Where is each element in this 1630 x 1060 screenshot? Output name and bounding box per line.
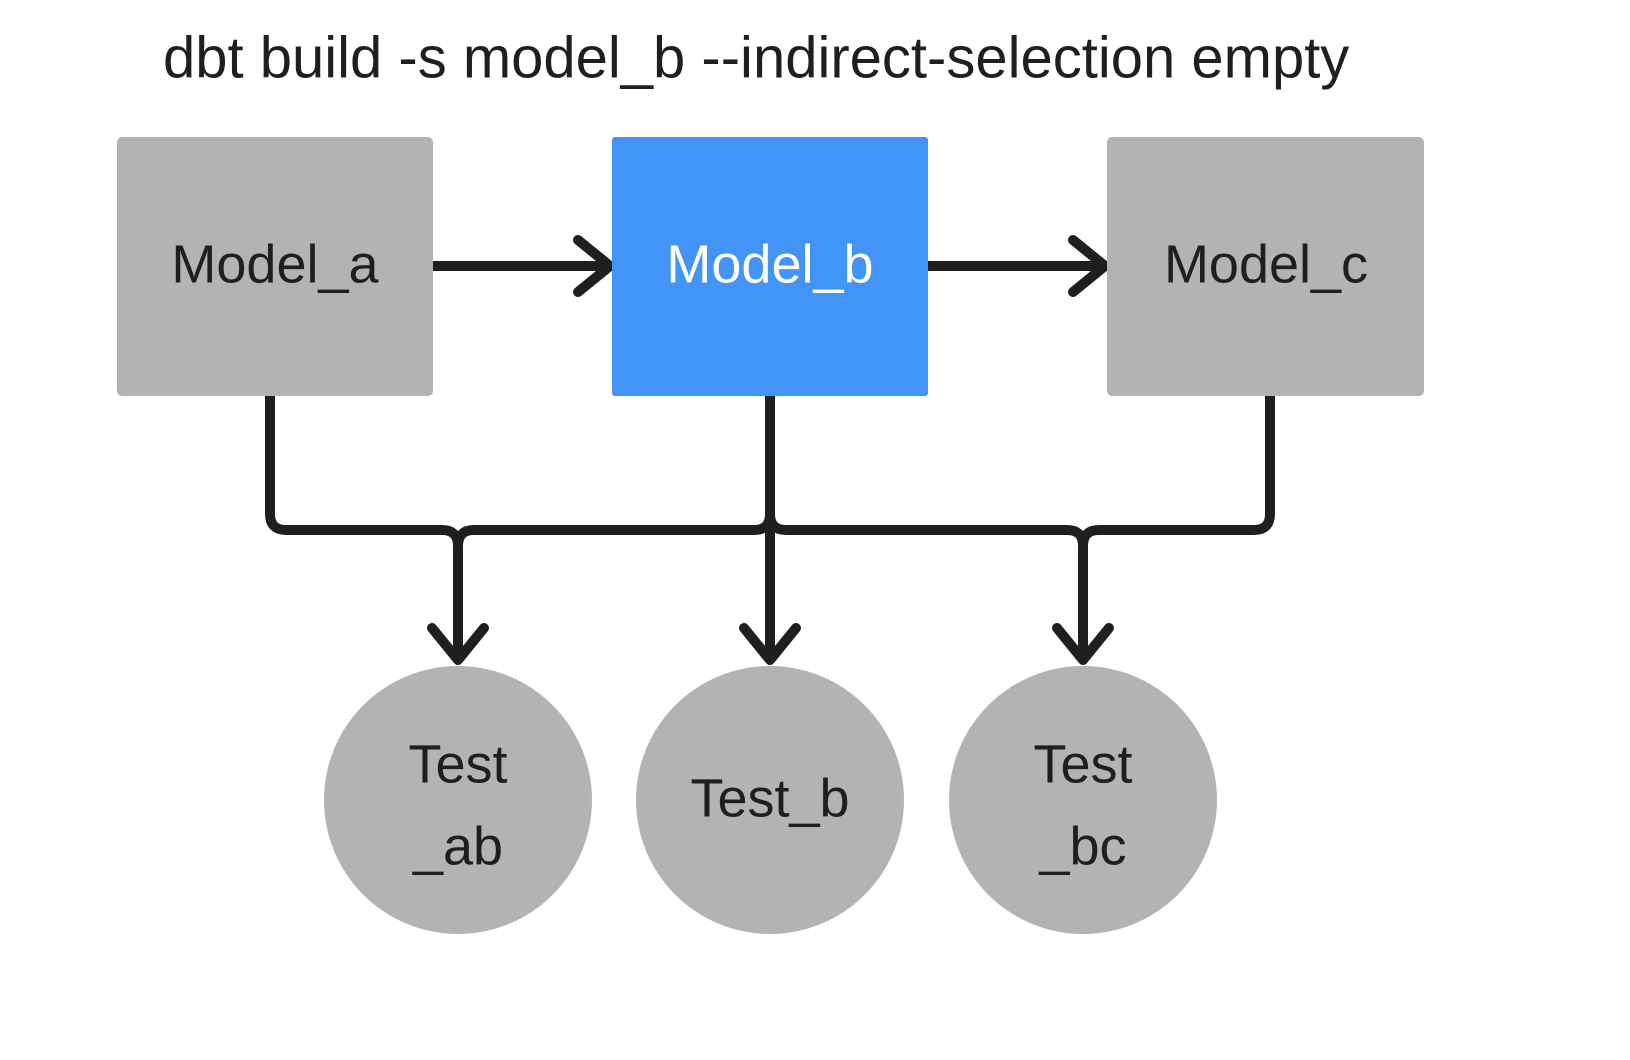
edge-model-c-to-test-bc: [1078, 391, 1275, 551]
test-bc-circle[interactable]: [949, 666, 1217, 934]
model-b-box[interactable]: [612, 137, 928, 396]
edge-model-b-to-test-bc: [765, 509, 1114, 665]
model-a-label: Model_a: [171, 234, 379, 294]
test-b-circle[interactable]: [636, 666, 904, 934]
test-bc-label-line2: _bc: [1038, 816, 1126, 876]
edge-model-b-to-test-ab: [453, 391, 775, 551]
edge-model-a-to-test-ab: [265, 391, 489, 665]
edge-model-a-to-model-b: [428, 235, 615, 297]
test-ab-circle[interactable]: [324, 666, 592, 934]
model-c-box[interactable]: [1107, 137, 1424, 396]
model-a-box[interactable]: [117, 137, 433, 396]
node-model-c[interactable]: Model_c: [1107, 137, 1424, 396]
node-test-ab[interactable]: Test _ab: [324, 666, 592, 934]
model-c-label: Model_c: [1164, 234, 1368, 294]
test-ab-label-line1: Test: [408, 734, 507, 794]
test-b-label-line1: Test_b: [690, 768, 849, 828]
model-b-label: Model_b: [666, 234, 873, 294]
edge-model-b-to-model-c: [923, 235, 1110, 297]
node-test-b[interactable]: Test_b: [636, 666, 904, 934]
node-model-b[interactable]: Model_b: [612, 137, 928, 396]
test-ab-label-line2: _ab: [412, 816, 503, 876]
node-model-a[interactable]: Model_a: [117, 137, 433, 396]
test-bc-label-line1: Test: [1033, 734, 1132, 794]
node-test-bc[interactable]: Test _bc: [949, 666, 1217, 934]
diagram-title: dbt build -s model_b --indirect-selectio…: [163, 25, 1349, 90]
